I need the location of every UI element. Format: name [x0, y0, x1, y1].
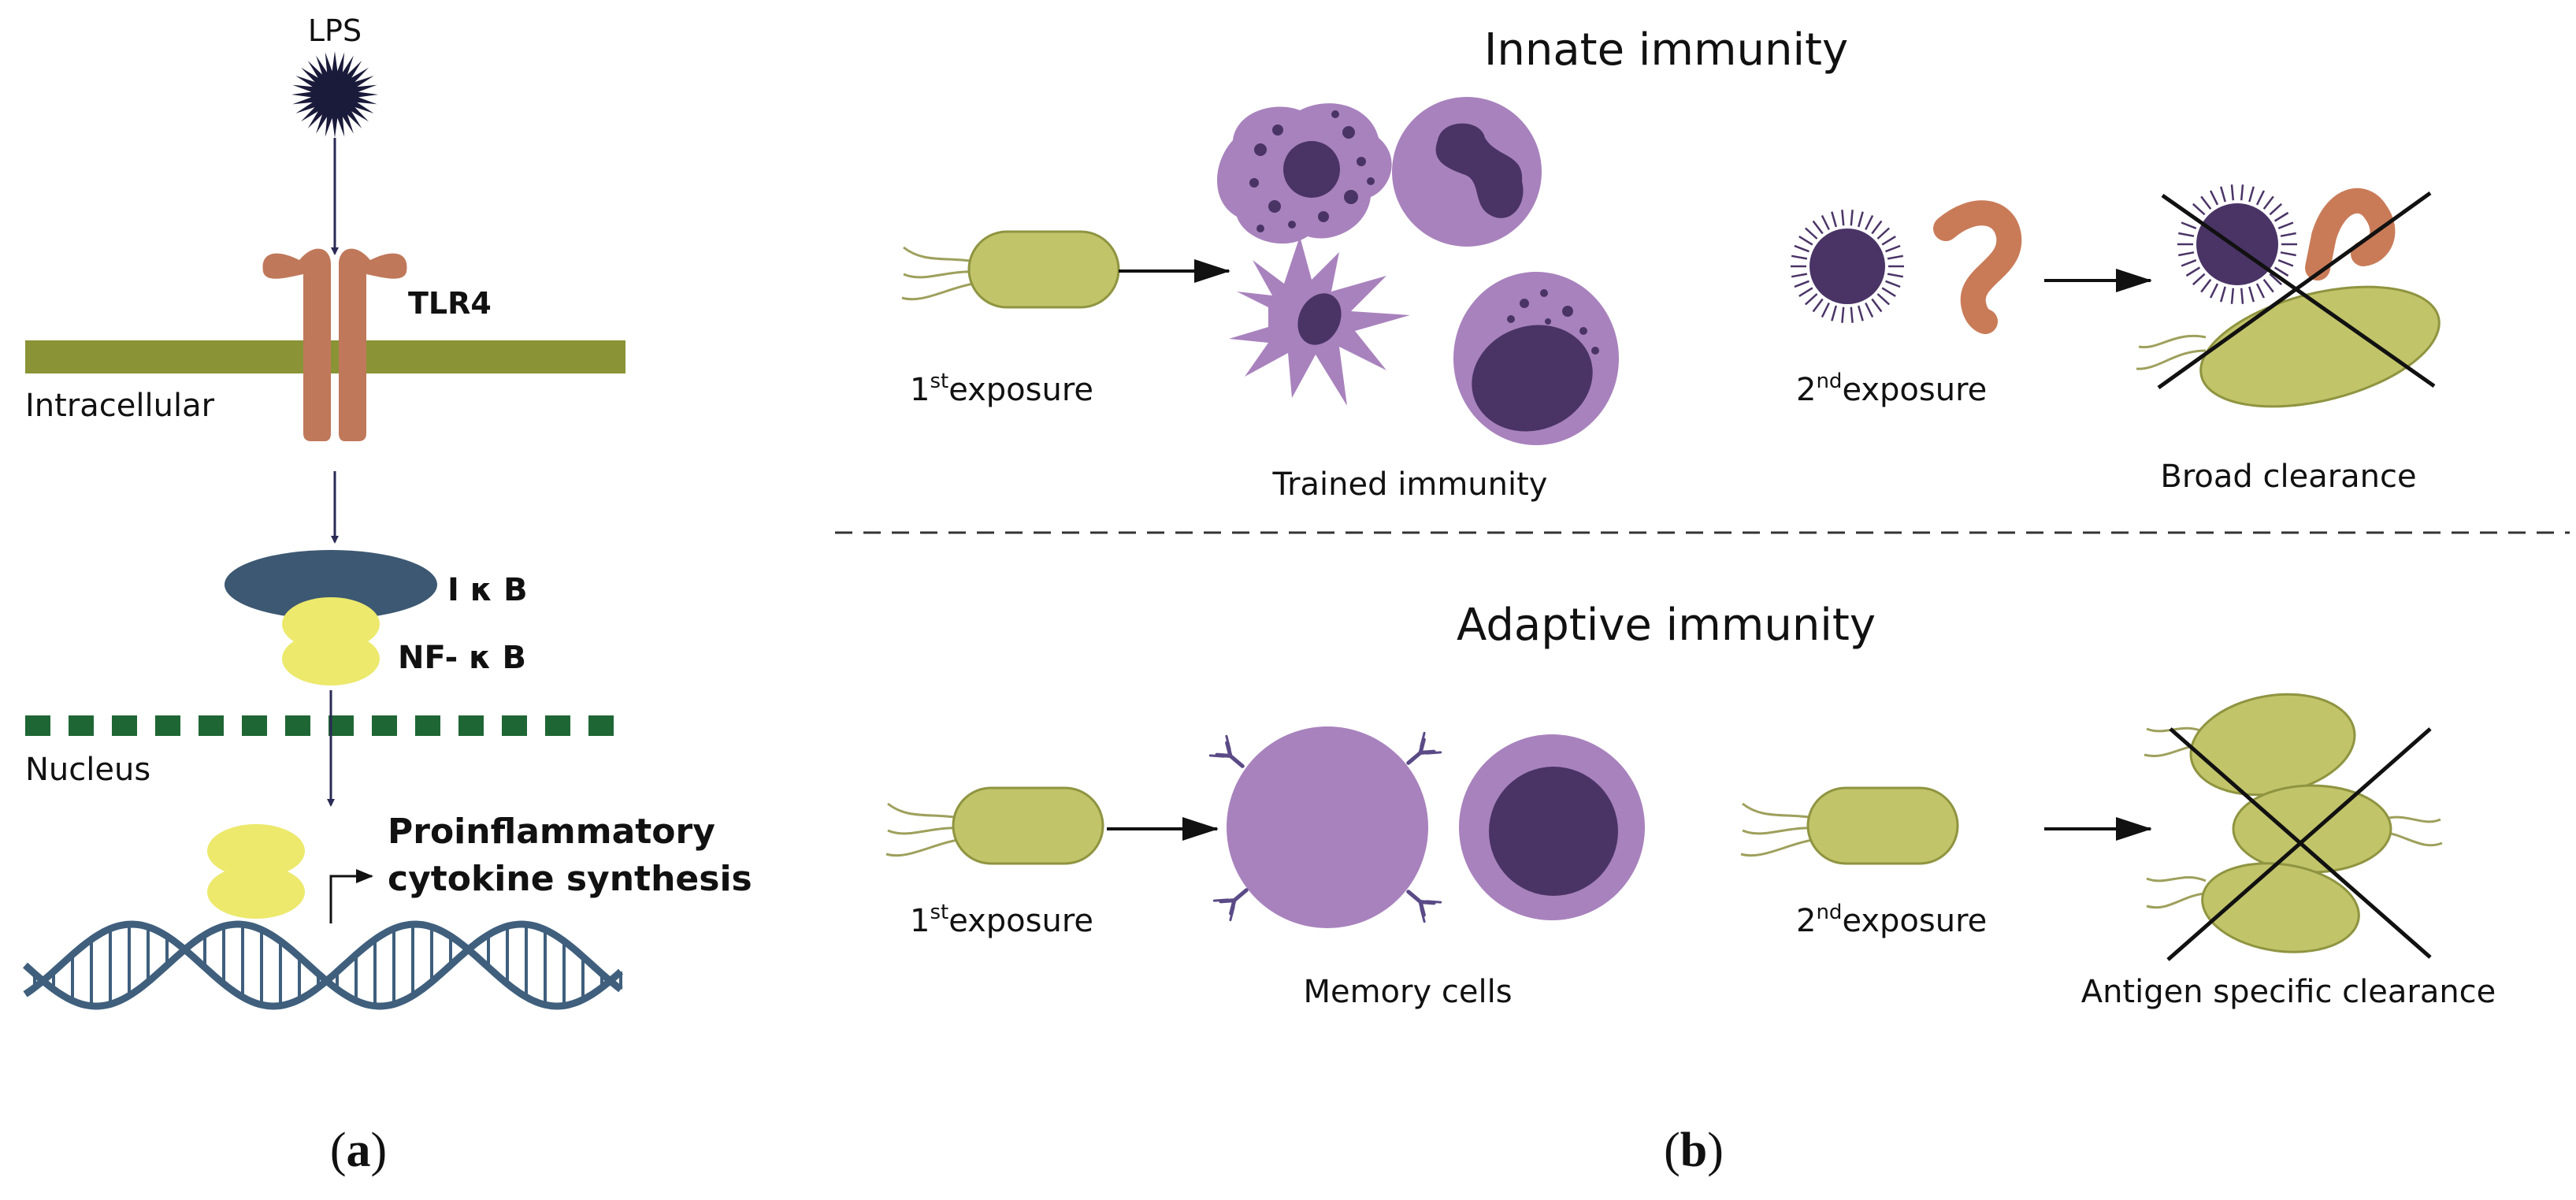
nfkb-bound-icon — [207, 824, 305, 878]
nfkb-protein-lower — [282, 632, 380, 685]
first-exposure-adaptive-label: 1stexposure — [910, 901, 1093, 939]
second-exposure-innate-label: 2ndexposure — [1796, 370, 1987, 408]
caption-a: (a) — [330, 1124, 387, 1177]
bacterium-adaptive-icon — [885, 786, 1104, 865]
bacterium-icon — [900, 230, 1120, 309]
panel-b: Innate immunity 1stexposure — [835, 24, 2570, 1177]
second-exposure-adaptive-label: 2ndexposure — [1796, 901, 1987, 939]
nucleus-label: Nucleus — [25, 752, 150, 788]
nfkb-bound-lower — [207, 865, 305, 919]
lps-particle-icon — [291, 51, 378, 138]
pathogen-worm-icon — [1933, 200, 2022, 334]
memory-b-cell-icon — [1210, 726, 1440, 928]
panel-a: LPS TLR4 Intracellular I κ B NF- κ B Nuc… — [22, 13, 752, 1177]
lps-label: LPS — [308, 13, 362, 48]
intracellular-label: Intracellular — [25, 388, 215, 424]
first-exposure-innate-label: 1stexposure — [910, 370, 1093, 408]
tlr4-receptor-icon — [262, 248, 407, 441]
broad-clearance-group — [2136, 184, 2441, 408]
dna-helix-icon — [22, 920, 624, 1010]
neutrophil-icon — [1392, 97, 1542, 247]
nuclear-envelope — [25, 715, 614, 736]
antigen-clearance-group — [2144, 693, 2443, 961]
antigen-specific-clearance-label: Antigen specific clearance — [2081, 974, 2496, 1010]
ikb-label: I κ B — [447, 572, 528, 608]
cross-line-2 — [2157, 191, 2432, 390]
memory-t-cell-icon — [1459, 734, 1645, 920]
broad-clearance-label: Broad clearance — [2160, 459, 2416, 495]
adaptive-immunity-title: Adaptive immunity — [1457, 600, 1876, 651]
bacterium-second-icon — [1739, 786, 1959, 865]
virus-icon — [1791, 210, 1904, 323]
cytokine-label-line1: Proinflammatory — [388, 812, 715, 852]
cytokine-label-line2: cytokine synthesis — [388, 859, 752, 899]
monocyte-icon — [1453, 272, 1619, 445]
cross-line-4 — [2166, 727, 2432, 961]
tlr4-label: TLR4 — [408, 286, 492, 321]
ikb-protein-icon — [225, 550, 437, 619]
trained-immune-cells — [1217, 97, 1619, 445]
cross-line-1 — [2161, 193, 2436, 388]
macrophage-icon — [1217, 103, 1392, 244]
transcription-arrow — [329, 869, 373, 923]
trained-immunity-label: Trained immunity — [1272, 466, 1548, 503]
memory-cells-label: Memory cells — [1303, 974, 1512, 1010]
dendritic-cell-icon — [1229, 236, 1410, 406]
innate-immunity-title: Innate immunity — [1484, 24, 1848, 76]
caption-b: (b) — [1664, 1124, 1724, 1177]
nfkb-label: NF- κ B — [398, 640, 526, 676]
